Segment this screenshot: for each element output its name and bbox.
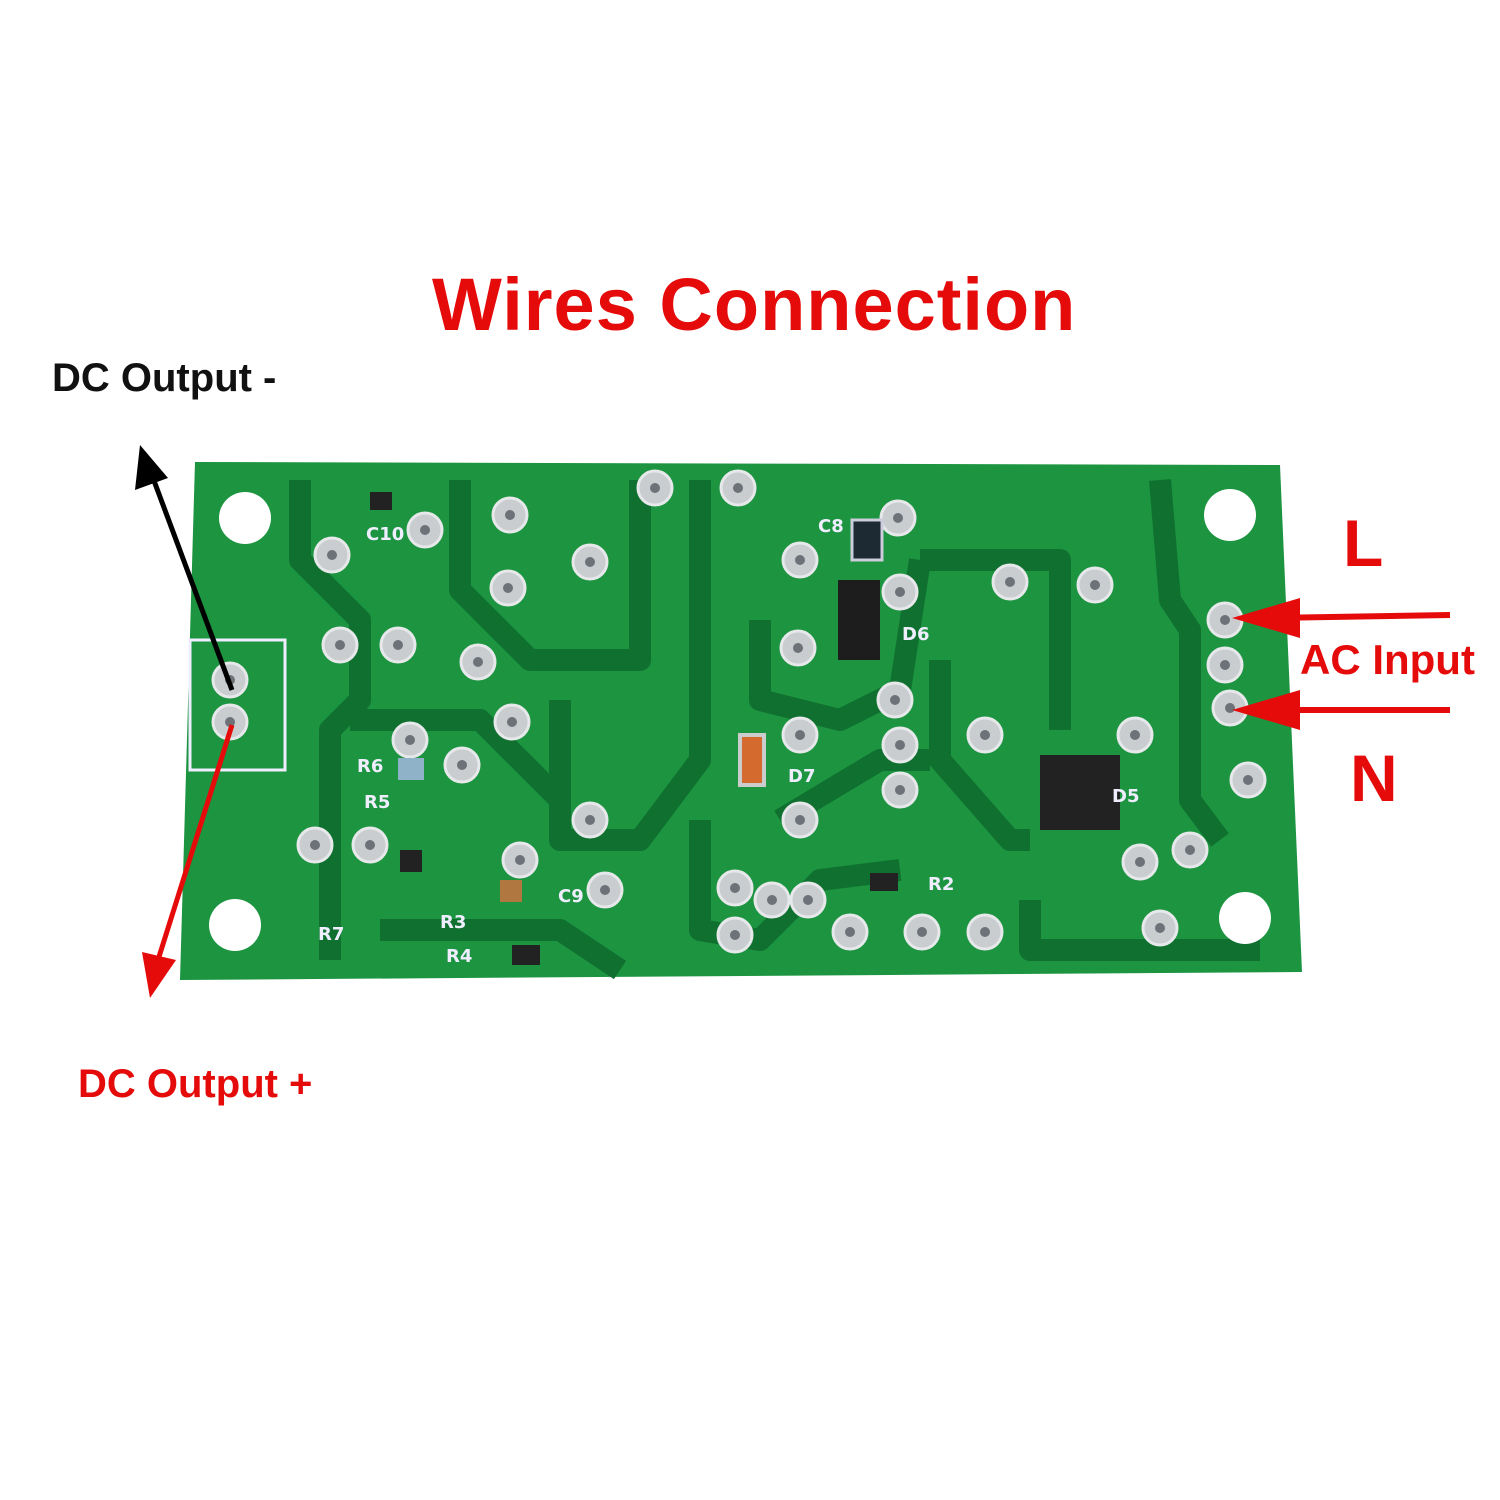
ac-input-label: AC Input bbox=[1300, 636, 1475, 683]
mounting-hole bbox=[209, 899, 261, 951]
solder-pads bbox=[211, 469, 1267, 954]
pad-lead bbox=[335, 640, 345, 650]
mounting-holes bbox=[209, 489, 1271, 951]
pad-lead bbox=[730, 883, 740, 893]
pad-lead bbox=[505, 510, 515, 520]
arrow-dc-positive bbox=[155, 724, 235, 961]
pad-lead bbox=[1225, 703, 1235, 713]
copper-traces bbox=[289, 479, 1260, 980]
pad-lead bbox=[795, 730, 805, 740]
pad-lead bbox=[795, 815, 805, 825]
pad-lead bbox=[650, 483, 660, 493]
mounting-hole bbox=[1204, 489, 1256, 541]
silkscreen-label: R2 bbox=[928, 874, 954, 895]
annotation-arrows bbox=[135, 445, 1451, 998]
arrowhead-dc-positive bbox=[142, 952, 176, 998]
pad-lead bbox=[793, 643, 803, 653]
page-title: Wires Connection bbox=[432, 263, 1077, 346]
pad-lead bbox=[585, 815, 595, 825]
pad-lead bbox=[730, 930, 740, 940]
silkscreen-label: R3 bbox=[440, 912, 466, 933]
pad-lead bbox=[890, 695, 900, 705]
dc-output-negative-label: DC Output - bbox=[52, 356, 277, 400]
silkscreen-label: C8 bbox=[818, 516, 844, 537]
pad-lead bbox=[327, 550, 337, 560]
dc-output-positive-label: DC Output + bbox=[78, 1062, 313, 1106]
silkscreen-label: R6 bbox=[357, 756, 383, 777]
pad-lead bbox=[1220, 615, 1230, 625]
arrowhead-neutral-input bbox=[1232, 690, 1300, 730]
pad-lead bbox=[585, 557, 595, 567]
silkscreen-label: C10 bbox=[366, 524, 404, 545]
pad-lead bbox=[365, 840, 375, 850]
silkscreen-label: D6 bbox=[902, 624, 929, 645]
pad-lead bbox=[600, 885, 610, 895]
pad-lead bbox=[1155, 923, 1165, 933]
pad-lead bbox=[1220, 660, 1230, 670]
pad-lead bbox=[895, 785, 905, 795]
pad-lead bbox=[980, 927, 990, 937]
silkscreen-label: D7 bbox=[788, 766, 815, 787]
pad-lead bbox=[405, 735, 415, 745]
pad-lead bbox=[393, 640, 403, 650]
pad-lead bbox=[845, 927, 855, 937]
arrow-dc-negative bbox=[147, 469, 235, 691]
pad-lead bbox=[895, 740, 905, 750]
pad-lead bbox=[1243, 775, 1253, 785]
pad-lead bbox=[767, 895, 777, 905]
pad-lead bbox=[1090, 580, 1100, 590]
pad-lead bbox=[503, 583, 513, 593]
pad-lead bbox=[803, 895, 813, 905]
pad-lead bbox=[895, 587, 905, 597]
silkscreen-label: R7 bbox=[318, 924, 344, 945]
line-label: L bbox=[1343, 506, 1384, 580]
arrowhead-dc-negative bbox=[135, 445, 168, 490]
pad-lead bbox=[515, 855, 525, 865]
pad-lead bbox=[310, 840, 320, 850]
pad-lead bbox=[733, 483, 743, 493]
pad-lead bbox=[225, 717, 235, 727]
pad-lead bbox=[1005, 577, 1015, 587]
pad-lead bbox=[1135, 857, 1145, 867]
silkscreen-label: D5 bbox=[1112, 786, 1139, 807]
pad-lead bbox=[507, 717, 517, 727]
pad-lead bbox=[1185, 845, 1195, 855]
pad-lead bbox=[893, 513, 903, 523]
pad-lead bbox=[917, 927, 927, 937]
neutral-label: N bbox=[1350, 741, 1398, 815]
mounting-hole bbox=[1219, 892, 1271, 944]
silkscreen-label: C9 bbox=[558, 886, 584, 907]
smd-components bbox=[188, 492, 1120, 965]
pad-lead bbox=[420, 525, 430, 535]
pad-lead bbox=[795, 555, 805, 565]
pad-lead bbox=[473, 657, 483, 667]
pad-lead bbox=[1130, 730, 1140, 740]
silkscreen-label: R5 bbox=[364, 792, 390, 813]
mounting-hole bbox=[219, 492, 271, 544]
pad-lead bbox=[457, 760, 467, 770]
arrowhead-line-input bbox=[1232, 598, 1300, 638]
pad-lead bbox=[980, 730, 990, 740]
silkscreen-label: R4 bbox=[446, 946, 472, 967]
